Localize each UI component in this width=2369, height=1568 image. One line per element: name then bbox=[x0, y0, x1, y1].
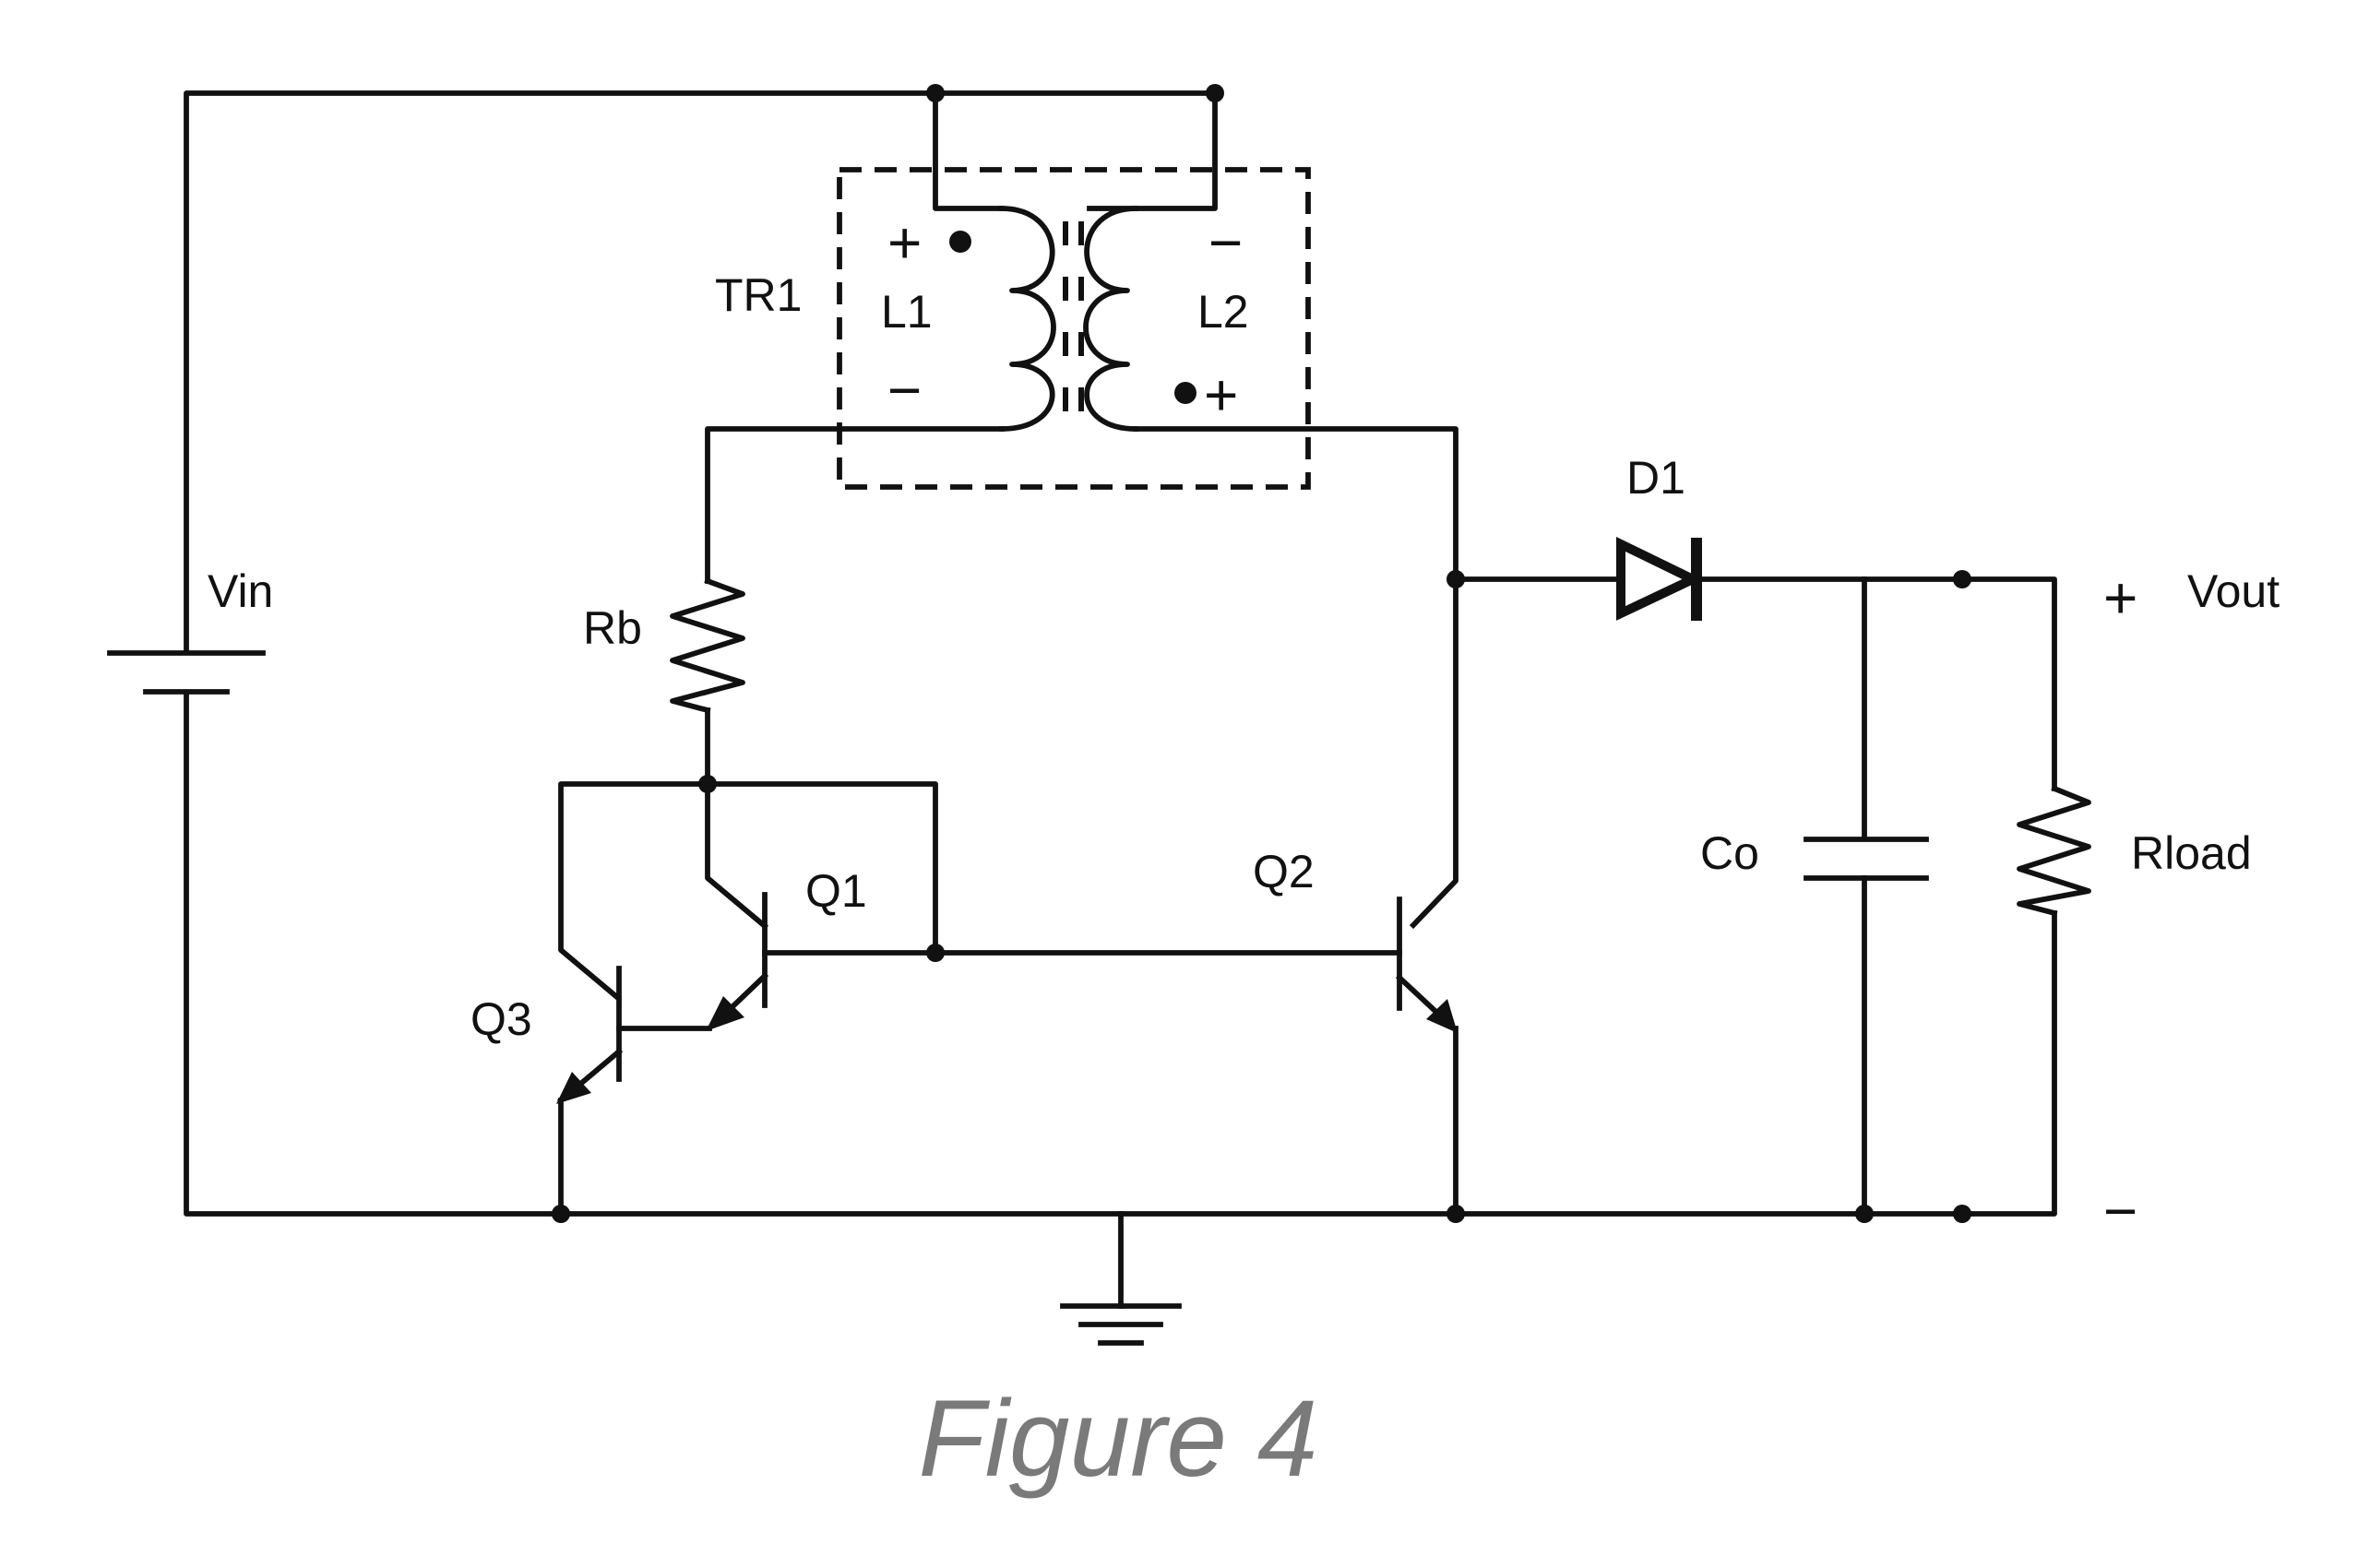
q2-emitter-leg bbox=[1395, 973, 1444, 1019]
primary-winding-l1 bbox=[999, 206, 1056, 432]
transistor-q1 bbox=[706, 892, 769, 1031]
junction-dot bbox=[1446, 1205, 1465, 1223]
l2-minus-mark: − bbox=[1208, 209, 1243, 276]
junction-dot bbox=[698, 775, 717, 793]
junction-dot bbox=[1206, 84, 1224, 102]
diode-d1 bbox=[1616, 537, 1704, 621]
label-l1: L1 bbox=[881, 286, 933, 338]
junction-dot bbox=[552, 1205, 570, 1223]
label-rload: Rload bbox=[2131, 827, 2252, 879]
q3-collector-wire bbox=[558, 781, 710, 1003]
label-q3: Q3 bbox=[470, 993, 532, 1045]
label-l2: L2 bbox=[1197, 286, 1249, 338]
junction-dot bbox=[926, 944, 945, 962]
vout-minus-mark: − bbox=[2103, 1178, 2137, 1244]
diode-triangle bbox=[1616, 537, 1704, 621]
l1-plus-mark: + bbox=[887, 209, 922, 276]
q3-emitter-arrow bbox=[556, 1072, 591, 1104]
label-vout: Vout bbox=[2187, 565, 2280, 617]
l2-plus-mark: + bbox=[1204, 362, 1238, 428]
label-tr1: TR1 bbox=[715, 269, 802, 321]
transistor-q2 bbox=[1395, 897, 1458, 1033]
label-co: Co bbox=[1700, 827, 1759, 879]
secondary-winding-l2 bbox=[1083, 206, 1138, 432]
junction-dot bbox=[1953, 1205, 1971, 1223]
label-q2: Q2 bbox=[1253, 846, 1315, 897]
junction-dot bbox=[926, 84, 945, 102]
figure-caption: Figure 4 bbox=[919, 1378, 1318, 1500]
polarity-marks: + − − + + − bbox=[887, 209, 2137, 1244]
transformer-tr1 bbox=[837, 167, 1311, 490]
rload-bottom-wire bbox=[1967, 910, 2057, 1217]
capacitor-co bbox=[1804, 837, 1929, 881]
component-labels: TR1 L1 L2 Vin Rb Q1 Q2 Q3 D1 Co Rload Vo… bbox=[208, 269, 2280, 1045]
junction-dot bbox=[1953, 570, 1971, 588]
resistor-rload bbox=[2017, 785, 2091, 917]
l1-minus-mark: − bbox=[887, 357, 922, 423]
l2-dot bbox=[1174, 382, 1196, 404]
label-q1: Q1 bbox=[805, 865, 867, 917]
vout-plus-mark: + bbox=[2103, 564, 2137, 631]
ground-symbol bbox=[1060, 1303, 1182, 1346]
wires bbox=[184, 90, 2057, 1309]
l1-supply-wire bbox=[933, 90, 1005, 211]
q1-emitter-arrow bbox=[706, 996, 744, 1031]
vout-rail bbox=[1690, 576, 2057, 791]
q1-base-wire bbox=[705, 781, 938, 956]
label-rb: Rb bbox=[583, 602, 642, 654]
l1-dot bbox=[949, 231, 971, 253]
label-d1: D1 bbox=[1626, 452, 1685, 504]
junction-dot bbox=[1855, 1205, 1874, 1223]
junction-dot bbox=[1446, 570, 1465, 588]
vin-top-wire bbox=[184, 90, 1218, 651]
label-vin: Vin bbox=[208, 565, 273, 617]
ground-rail bbox=[184, 691, 1972, 1217]
transformer-core bbox=[1063, 221, 1084, 411]
q2-emitter-arrow bbox=[1426, 999, 1458, 1033]
vin-battery bbox=[107, 650, 266, 695]
rb-feed-wire bbox=[705, 426, 1005, 584]
transformer-dashed-outline bbox=[837, 167, 1311, 490]
q2-collector-wire bbox=[1133, 426, 1458, 930]
junctions bbox=[552, 84, 1971, 1223]
resistor-rb bbox=[670, 577, 745, 714]
transistor-q3 bbox=[556, 966, 624, 1105]
q1-collector-wire bbox=[705, 781, 769, 931]
